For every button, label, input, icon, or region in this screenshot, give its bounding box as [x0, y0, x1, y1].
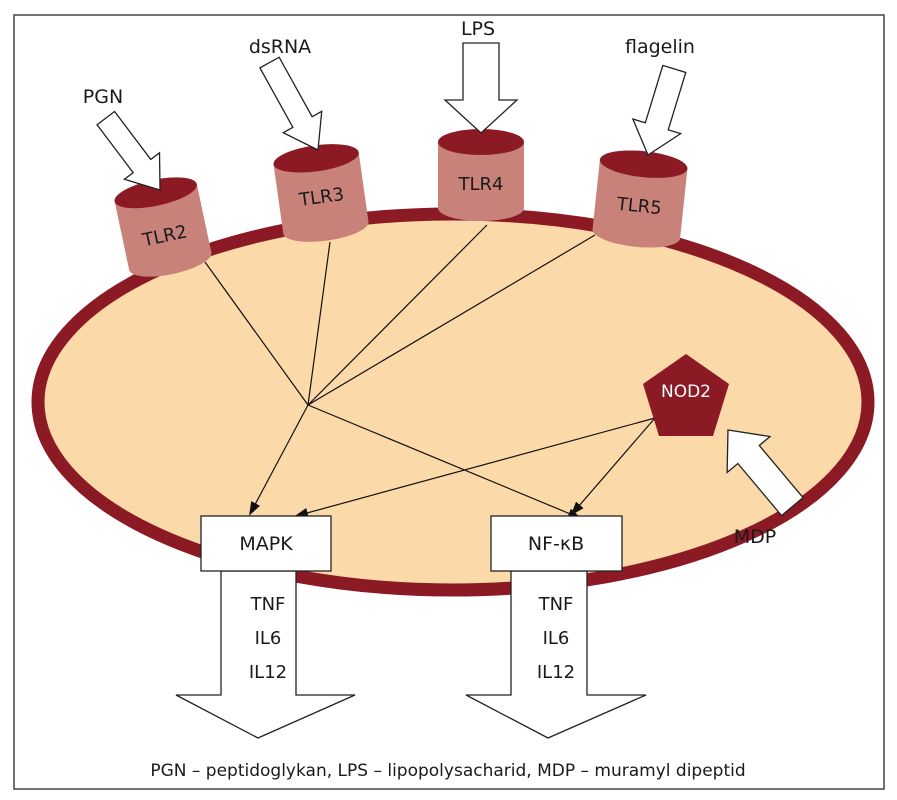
- nod2-label: NOD2: [661, 382, 711, 402]
- nod2-pentagon: [643, 354, 729, 436]
- line-tlr2-to-hub: [204, 261, 309, 406]
- receptor-tlr5: TLR5: [592, 150, 688, 248]
- line-tlr3-to-hub: [307, 241, 331, 406]
- mapk-label: MAPK: [239, 533, 293, 555]
- cytokine-left-1: TNF: [250, 594, 286, 615]
- ligand-label-pgn: PGN: [83, 86, 123, 108]
- nfkb-label: NF-κB: [528, 533, 584, 555]
- line-tlr5-to-hub: [307, 234, 596, 406]
- ligand-label-dsrna: dsRNA: [249, 36, 311, 58]
- receptor-tlr4: TLR4: [438, 129, 524, 221]
- cytokine-right-2: IL6: [543, 628, 570, 649]
- ligand-label-mdp: MDP: [734, 526, 776, 548]
- arrow-hub-to-nfkb: [307, 404, 582, 519]
- ligand-label-lps: LPS: [461, 18, 495, 40]
- cytokine-right-3: IL12: [537, 662, 575, 683]
- output-arrow-left: [175, 570, 356, 739]
- cytokine-right-1: TNF: [538, 594, 574, 615]
- nfkb-box: [490, 515, 623, 572]
- arrow-dsrna: [259, 56, 323, 152]
- signaling-lines: [204, 224, 656, 519]
- output-arrows: [175, 570, 647, 739]
- figure-border: [13, 14, 885, 790]
- arrow-nod2-to-mapk: [294, 417, 656, 518]
- cytokine-left-2: IL6: [255, 628, 282, 649]
- arrow-hub-to-mapk: [249, 404, 309, 516]
- arrow-lps: [443, 42, 519, 134]
- cytokine-left-3: IL12: [249, 662, 287, 683]
- arrow-nod2-to-nfkb: [570, 417, 656, 516]
- arrow-pgn: [96, 110, 161, 191]
- caption: PGN – peptidoglykan, LPS – lipopolysacha…: [150, 761, 745, 781]
- receptor-tlr3: TLR3: [273, 144, 369, 242]
- ligand-arrows: [96, 42, 804, 517]
- output-arrow-right: [465, 570, 647, 739]
- arrow-mdp: [726, 429, 804, 517]
- receptor-tlr2: TLR2: [114, 177, 212, 277]
- ligand-label-flagelin: flagelin: [625, 36, 695, 58]
- tlr5-label: TLR5: [615, 194, 663, 220]
- mapk-box: [200, 515, 332, 572]
- arrow-flagelin: [631, 64, 687, 156]
- line-tlr4-to-hub: [307, 224, 488, 406]
- tlr4-label: TLR4: [458, 174, 504, 195]
